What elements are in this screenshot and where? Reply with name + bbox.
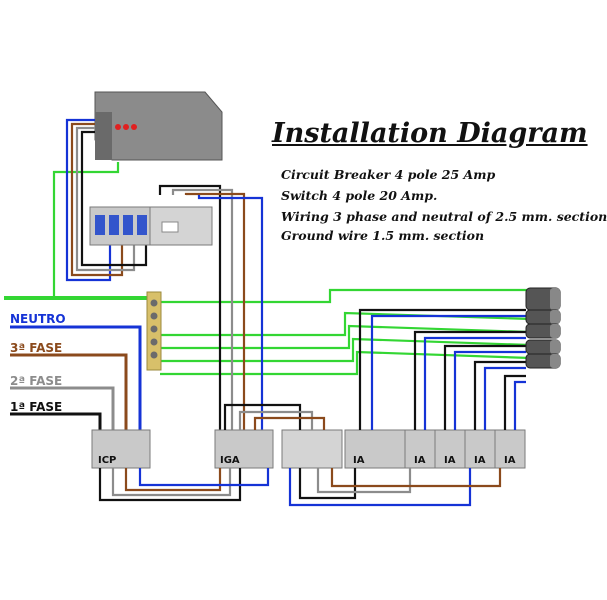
diff-to-ia-phase3 (330, 468, 502, 488)
input-label-neutro: NEUTRO (10, 312, 66, 326)
meter-feed-wire (80, 130, 148, 267)
outlet-tube-cap-4 (550, 340, 560, 354)
meter-box (94, 91, 223, 161)
meter-box-side (95, 112, 112, 160)
outlet-tube-cap-5 (550, 354, 560, 368)
top-to-iga-wire-1 (158, 184, 222, 430)
ground-wire-outlet-3 (160, 324, 531, 350)
busbar-screw (150, 338, 158, 346)
ia-label-4: IA (474, 455, 486, 466)
meter-led (115, 124, 121, 130)
busbar-screw (150, 325, 158, 333)
diff-to-ia-phase2 (316, 468, 412, 494)
meter-feed-wire (75, 126, 136, 272)
neutral-input-wire (10, 325, 142, 432)
ia-to-outlet-neutral-5 (513, 380, 526, 430)
ia-breaker-5 (494, 429, 526, 469)
ia-to-outlet-neutral-2 (423, 336, 526, 430)
icp-to-iga-return-2 (111, 468, 232, 497)
top-to-iga-wire-4 (197, 195, 264, 430)
spec-wiring: Wiring 3 phase and neutral of 2.5 mm. se… (281, 209, 607, 224)
breaker-toggle (95, 215, 105, 235)
ia-breaker-4 (464, 429, 496, 469)
ia-to-outlet-neutral-4 (483, 366, 526, 430)
icp-to-iga-return-3 (124, 468, 222, 492)
ia-label-3: IA (444, 455, 456, 466)
busbar-screw (150, 312, 158, 320)
meter-led (131, 124, 137, 130)
top-to-iga-wire-2 (171, 188, 234, 430)
spec-ground-wire: Ground wire 1.5 mm. section (281, 228, 485, 243)
outlet-tube-cap-3 (550, 324, 560, 338)
breaker-toggle (123, 215, 133, 235)
input-label-fase-2: 2ª FASE (10, 374, 63, 388)
ia-to-outlet-phase-4 (473, 360, 526, 430)
ia-to-outlet-phase-3 (443, 344, 526, 430)
ia-to-outlet-phase-1 (358, 308, 526, 430)
ia-label-2: IA (414, 455, 426, 466)
ia-to-outlet-phase-5 (503, 374, 526, 430)
differential-switch (281, 429, 343, 469)
ground-wire-outlet-1 (150, 288, 530, 304)
ground-wire-outlet-5 (160, 350, 531, 376)
phase3-input-wire (10, 353, 128, 432)
breaker-toggle (137, 215, 147, 235)
spec-switch: Switch 4 pole 20 Amp. (281, 188, 438, 203)
top-to-iga-wire-3 (184, 192, 246, 430)
iga-breaker (214, 429, 274, 469)
icp-label: ICP (98, 455, 117, 466)
ground-to-meter-wire (52, 162, 120, 298)
diff-to-ia-phase1 (298, 468, 357, 500)
ground-wire-outlet-4 (160, 337, 531, 363)
outlet-tube-cap-1 (550, 288, 560, 310)
icp-to-iga-return-4 (138, 468, 270, 487)
ia-label-5: IA (504, 455, 516, 466)
breaker-toggle (109, 215, 119, 235)
outlet-tube-cap-2 (550, 310, 560, 324)
ground-main-wire (4, 296, 150, 300)
iga-label: IGA (220, 455, 240, 466)
meter-led (123, 124, 129, 130)
spec-circuit-breaker: Circuit Breaker 4 pole 25 Amp (281, 167, 496, 182)
input-label-fase-1: 1ª FASE (10, 400, 63, 414)
meter-feed-wire (70, 122, 124, 277)
top-switch-4pole (149, 206, 213, 246)
busbar-screw (150, 299, 158, 307)
phase1-input-wire (10, 412, 102, 432)
phase2-input-wire (10, 386, 115, 432)
diagram-title: Installation Diagram (272, 118, 588, 149)
ia-to-outlet-phase-2 (413, 330, 526, 430)
busbar-screw (150, 351, 158, 359)
icp-breaker (91, 429, 151, 469)
ia-to-outlet-neutral-1 (370, 314, 526, 430)
switch-window (161, 221, 179, 233)
iga-to-diff-3 (253, 416, 326, 430)
ia-to-outlet-neutral-3 (453, 350, 526, 430)
iga-to-diff-2 (238, 410, 314, 430)
ia-label-1: IA (353, 455, 365, 466)
input-label-fase-3: 3ª FASE (10, 341, 63, 355)
meter-feed-wire (65, 118, 112, 282)
